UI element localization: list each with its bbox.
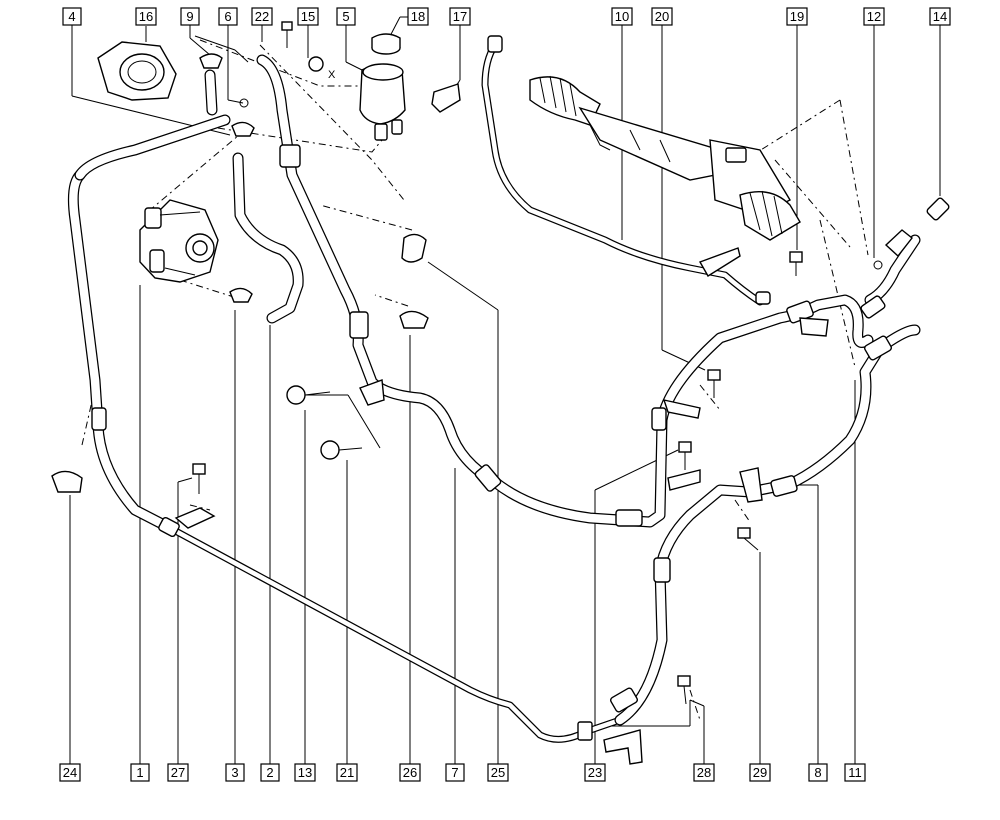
- callout-6: 6: [218, 7, 238, 26]
- assembly-lines: [81, 39, 869, 721]
- callout-3: 3: [225, 763, 245, 782]
- svg-text:1: 1: [136, 765, 143, 780]
- suction-hose: [204, 69, 304, 324]
- return-pipe-1: [67, 114, 624, 743]
- callout-24: 24: [59, 763, 81, 782]
- svg-text:11: 11: [848, 765, 862, 780]
- svg-text:21: 21: [340, 765, 354, 780]
- svg-text:18: 18: [411, 9, 425, 24]
- callout-28: 28: [693, 763, 715, 782]
- svg-text:2: 2: [266, 765, 273, 780]
- svg-text:7: 7: [451, 765, 458, 780]
- callout-20: 20: [651, 7, 673, 26]
- svg-text:28: 28: [697, 765, 711, 780]
- svg-text:26: 26: [403, 765, 417, 780]
- callout-21: 21: [336, 763, 358, 782]
- fluid-reservoir: [359, 33, 406, 141]
- svg-text:25: 25: [491, 765, 505, 780]
- svg-text:13: 13: [298, 765, 312, 780]
- callout-5: 5: [336, 7, 356, 26]
- callout-11: 11: [844, 763, 866, 782]
- callout-16: 16: [135, 7, 157, 26]
- callout-15: 15: [297, 7, 319, 26]
- callout-9: 9: [180, 7, 200, 26]
- svg-text:19: 19: [790, 9, 804, 24]
- power-steering-pump: [139, 199, 219, 283]
- svg-text:8: 8: [814, 765, 821, 780]
- callout-25: 25: [487, 763, 509, 782]
- callout-23: 23: [584, 763, 606, 782]
- callout-1: 1: [130, 763, 150, 782]
- small-parts: [51, 21, 950, 765]
- callout-12: 12: [863, 7, 885, 26]
- svg-text:15: 15: [301, 9, 315, 24]
- callout-13: 13: [294, 763, 316, 782]
- svg-text:22: 22: [255, 9, 269, 24]
- callout-26: 26: [399, 763, 421, 782]
- svg-text:29: 29: [753, 765, 767, 780]
- svg-text:12: 12: [867, 9, 881, 24]
- callout-10: 10: [611, 7, 633, 26]
- svg-text:16: 16: [139, 9, 153, 24]
- svg-text:5: 5: [342, 9, 349, 24]
- svg-text:17: 17: [453, 9, 467, 24]
- hose-8: [610, 234, 921, 726]
- leader-lines: [69, 16, 941, 765]
- callout-4: 4: [62, 7, 82, 26]
- svg-text:27: 27: [171, 765, 185, 780]
- pump-bracket: [97, 41, 177, 101]
- callout-7: 7: [445, 763, 465, 782]
- svg-text:20: 20: [655, 9, 669, 24]
- callout-22: 22: [251, 7, 273, 26]
- callout-17: 17: [449, 7, 471, 26]
- callout-19: 19: [786, 7, 808, 26]
- svg-text:24: 24: [63, 765, 77, 780]
- callout-18: 18: [407, 7, 429, 26]
- svg-text:23: 23: [588, 765, 602, 780]
- pressure-pipe-7: [256, 54, 874, 528]
- svg-text:14: 14: [933, 9, 947, 24]
- callout-14: 14: [929, 7, 951, 26]
- svg-text:9: 9: [186, 9, 193, 24]
- callout-29: 29: [749, 763, 771, 782]
- svg-text:10: 10: [615, 9, 629, 24]
- svg-text:6: 6: [224, 9, 231, 24]
- svg-text:4: 4: [68, 9, 75, 24]
- steering-rack: [529, 75, 801, 241]
- marker-x: X: [328, 69, 336, 81]
- pipe-10: [481, 35, 771, 306]
- svg-text:3: 3: [231, 765, 238, 780]
- callout-8: 8: [808, 763, 828, 782]
- callout-2: 2: [260, 763, 280, 782]
- callout-27: 27: [167, 763, 189, 782]
